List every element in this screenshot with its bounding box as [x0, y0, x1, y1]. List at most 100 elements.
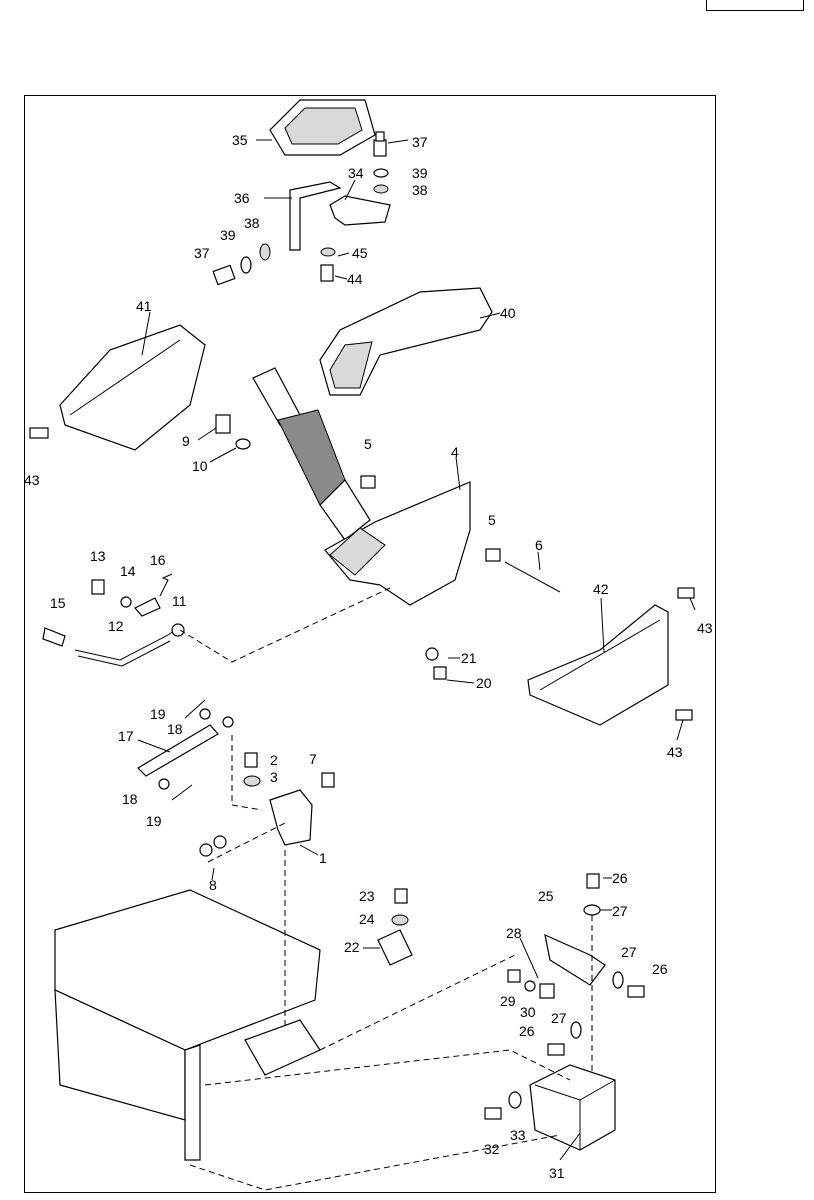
bolt-37-top	[373, 131, 387, 157]
callout-17: 17	[118, 728, 134, 744]
bolt-26-mid	[627, 985, 645, 998]
pin-19-b	[171, 784, 193, 801]
washer-38-left	[259, 243, 271, 261]
box-31	[529, 1064, 616, 1151]
callout-15: 15	[50, 595, 66, 611]
console-40	[319, 287, 493, 396]
bushing-5-b	[485, 548, 501, 562]
bolt-32	[484, 1107, 502, 1120]
callout-32: 32	[484, 1141, 500, 1157]
callout-28: 28	[506, 925, 522, 941]
bushing-5-a	[360, 475, 376, 489]
bolt-20	[433, 666, 447, 680]
washer-45	[320, 247, 336, 257]
callout-43: 43	[24, 472, 40, 488]
bolt-26-top	[586, 873, 600, 889]
callout-23: 23	[359, 888, 375, 904]
callout-2: 2	[270, 752, 278, 768]
washer-10	[235, 438, 251, 450]
callout-42: 42	[593, 581, 609, 597]
bolt-43-right-top	[677, 587, 695, 599]
cover-41	[59, 324, 206, 451]
callout-27: 27	[612, 903, 628, 919]
bolt-13	[91, 579, 105, 595]
callout-14: 14	[120, 563, 136, 579]
callout-38: 38	[412, 182, 428, 198]
callout-8: 8	[209, 877, 217, 893]
callout-43: 43	[697, 620, 713, 636]
nut-21	[425, 647, 439, 661]
callout-20: 20	[476, 675, 492, 691]
callout-5: 5	[488, 512, 496, 528]
washer-39-top	[373, 168, 389, 178]
callout-34: 34	[348, 165, 364, 181]
callout-5: 5	[364, 436, 372, 452]
bolt-9	[215, 414, 231, 434]
cover-42	[527, 604, 669, 726]
washer-27-top	[583, 904, 601, 916]
callout-6: 6	[535, 537, 543, 553]
callout-39: 39	[412, 165, 428, 181]
callout-19: 19	[150, 706, 166, 722]
callout-4: 4	[451, 444, 459, 460]
washer-18-b	[158, 778, 170, 790]
bolt-2	[244, 752, 258, 768]
nut-8	[199, 835, 227, 857]
bolt-23	[394, 888, 408, 904]
callout-37: 37	[412, 134, 428, 150]
callout-31: 31	[549, 1165, 565, 1181]
bolt-44	[320, 264, 334, 282]
base-frame	[54, 889, 321, 1161]
cylinder-17	[137, 716, 234, 777]
bolt-37-left	[212, 264, 236, 286]
washer-18-a	[199, 708, 211, 720]
callout-11: 11	[172, 593, 187, 609]
washer-38-top	[373, 184, 389, 194]
callout-18: 18	[122, 791, 138, 807]
callout-27: 27	[551, 1010, 567, 1026]
spring-16	[159, 573, 173, 597]
leader-lines	[137, 139, 696, 1161]
washer-3	[243, 775, 261, 787]
washer-24	[391, 914, 409, 926]
assembly-lines	[179, 587, 593, 1191]
callout-labels: 35 37 39 38 34 36 38 39 37 45 44 41 40 4…	[24, 132, 713, 1181]
callout-3: 3	[270, 769, 278, 785]
bolt-7	[321, 772, 335, 788]
callout-7: 7	[309, 751, 317, 767]
bracket-25	[544, 933, 606, 986]
callout-26: 26	[519, 1023, 535, 1039]
callout-26: 26	[652, 961, 668, 977]
callout-10: 10	[192, 458, 208, 474]
callout-19: 19	[146, 813, 162, 829]
housing-4	[324, 481, 471, 606]
callout-22: 22	[344, 939, 360, 955]
callout-25: 25	[538, 888, 554, 904]
callout-9: 9	[182, 433, 190, 449]
washer-33	[508, 1091, 522, 1109]
callout-12: 12	[108, 618, 124, 634]
callout-38: 38	[244, 215, 260, 231]
bracket-36	[289, 181, 342, 251]
pin-6	[504, 561, 561, 593]
callout-41: 41	[136, 298, 152, 314]
callout-36: 36	[234, 190, 250, 206]
diagram-frame	[24, 95, 716, 1193]
callout-16: 16	[150, 552, 166, 568]
joystick-lever	[252, 367, 371, 541]
bracket-34	[329, 195, 391, 226]
callout-24: 24	[359, 911, 375, 927]
switch-28	[539, 983, 555, 999]
callout-1: 1	[319, 850, 327, 866]
callout-43: 43	[667, 744, 683, 760]
nut-14	[120, 596, 132, 608]
corner-tab-box	[706, 0, 804, 11]
console-cover-35	[269, 99, 376, 156]
pin-19-a	[184, 699, 206, 719]
callout-27: 27	[621, 944, 637, 960]
callout-45: 45	[352, 245, 368, 261]
rod-15-11	[42, 623, 185, 667]
callout-26: 26	[612, 870, 628, 886]
bracket-1	[269, 789, 313, 846]
